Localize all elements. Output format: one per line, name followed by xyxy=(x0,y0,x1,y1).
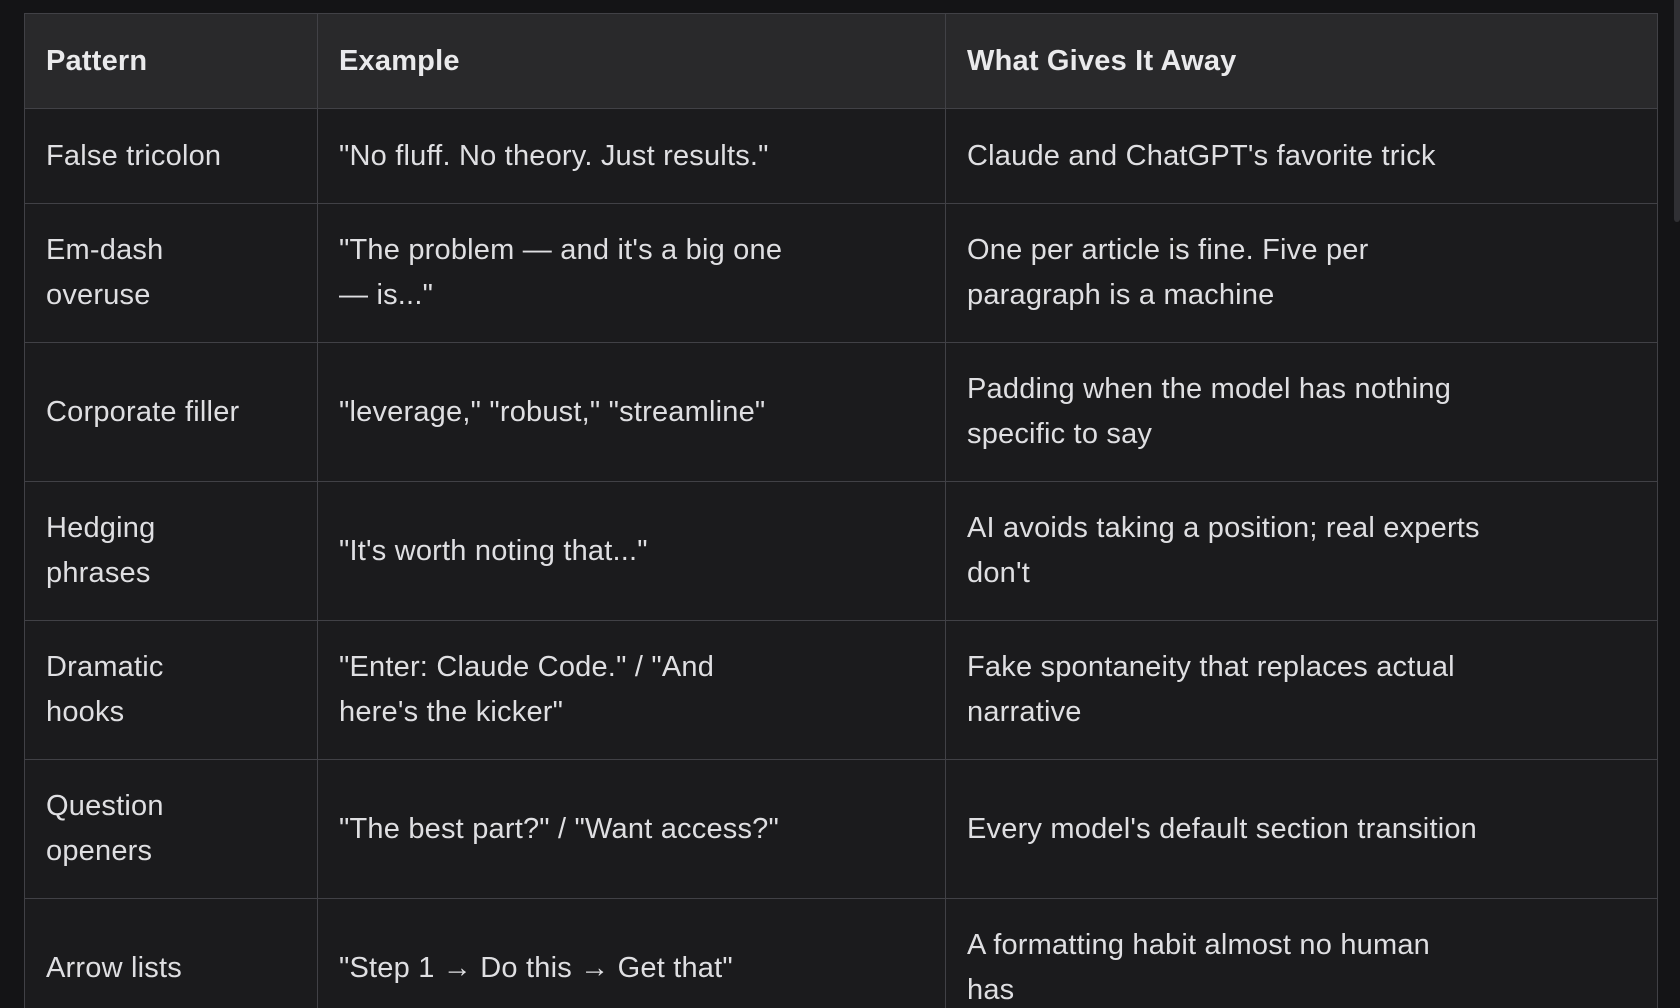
column-header-what-gives-it-away: What Gives It Away xyxy=(945,13,1658,109)
cell-text: Arrow lists xyxy=(46,951,182,984)
scrollbar-track[interactable] xyxy=(1672,0,1680,1008)
cell-text: A formatting habit almost no human has xyxy=(967,928,1430,1006)
patterns-table: Pattern Example What Gives It Away False… xyxy=(24,13,1658,1008)
column-header-pattern: Pattern xyxy=(24,13,318,109)
cell-tell: AI avoids taking a position; real expert… xyxy=(945,480,1658,621)
cell-text: Claude and ChatGPT's favorite trick xyxy=(967,139,1436,172)
cell-example: "Enter: Claude Code." / "And here's the … xyxy=(317,619,946,760)
cell-text: "No fluff. No theory. Just results." xyxy=(339,139,769,172)
cell-example: "The best part?" / "Want access?" xyxy=(317,758,946,899)
cell-example: "No fluff. No theory. Just results." xyxy=(317,107,946,204)
cell-example: "Step 1 → Do this → Get that" xyxy=(317,897,946,1008)
cell-pattern: Corporate filler xyxy=(24,341,318,482)
cell-text: "It's worth noting that..." xyxy=(339,534,648,567)
cell-tell: One per article is fine. Five per paragr… xyxy=(945,202,1658,343)
cell-text: Fake spontaneity that replaces actual na… xyxy=(967,650,1455,728)
cell-pattern: Dramatic hooks xyxy=(24,619,318,760)
column-header-example: Example xyxy=(317,13,946,109)
table-row: Question openers "The best part?" / "Want… xyxy=(24,758,1658,899)
column-header-label: Example xyxy=(339,44,460,77)
cell-pattern: Hedging phrases xyxy=(24,480,318,621)
cell-text: One per article is fine. Five per paragr… xyxy=(967,233,1369,311)
cell-example: "leverage," "robust," "streamline" xyxy=(317,341,946,482)
table-body: False tricolon "No fluff. No theory. Just… xyxy=(24,107,1658,1008)
scrollbar-thumb[interactable] xyxy=(1674,0,1680,222)
cell-text: Dramatic hooks xyxy=(46,650,164,728)
cell-pattern: Em-dash overuse xyxy=(24,202,318,343)
cell-text: "Enter: Claude Code." / "And here's the … xyxy=(339,650,715,728)
cell-pattern: Arrow lists xyxy=(24,897,318,1008)
cell-tell: Fake spontaneity that replaces actual na… xyxy=(945,619,1658,760)
table-row: Arrow lists "Step 1 → Do this → Get that"… xyxy=(24,897,1658,1008)
cell-pattern: False tricolon xyxy=(24,107,318,204)
header-row: Pattern Example What Gives It Away xyxy=(24,13,1658,109)
cell-text: Question openers xyxy=(46,789,164,867)
cell-text: "leverage," "robust," "streamline" xyxy=(339,395,766,428)
table-row: Em-dash overuse "The problem — and it's a… xyxy=(24,202,1658,343)
cell-text: "The problem — and it's a big one — is..… xyxy=(339,233,783,311)
table-row: Dramatic hooks "Enter: Claude Code." / "A… xyxy=(24,619,1658,760)
cell-text: AI avoids taking a position; real expert… xyxy=(967,511,1480,589)
cell-pattern: Question openers xyxy=(24,758,318,899)
cell-text: "Step 1 → Do this → Get that" xyxy=(339,951,733,984)
column-header-label: What Gives It Away xyxy=(967,44,1237,77)
cell-text: "The best part?" / "Want access?" xyxy=(339,812,779,845)
cell-tell: Padding when the model has nothing speci… xyxy=(945,341,1658,482)
cell-tell: Claude and ChatGPT's favorite trick xyxy=(945,107,1658,204)
column-header-label: Pattern xyxy=(46,44,148,77)
cell-example: "The problem — and it's a big one — is..… xyxy=(317,202,946,343)
cell-text: Every model's default section transition xyxy=(967,812,1478,845)
cell-text: Padding when the model has nothing speci… xyxy=(967,372,1452,450)
cell-example: "It's worth noting that..." xyxy=(317,480,946,621)
table-row: False tricolon "No fluff. No theory. Just… xyxy=(24,107,1658,204)
cell-tell: Every model's default section transition xyxy=(945,758,1658,899)
table-row: Hedging phrases "It's worth noting that..… xyxy=(24,480,1658,621)
cell-text: Corporate filler xyxy=(46,395,240,428)
table-row: Corporate filler "leverage," "robust," "s… xyxy=(24,341,1658,482)
cell-text: False tricolon xyxy=(46,139,222,172)
cell-tell: A formatting habit almost no human has xyxy=(945,897,1658,1008)
cell-text: Em-dash overuse xyxy=(46,233,164,311)
ai-writing-patterns-table: Pattern Example What Gives It Away False… xyxy=(24,13,1658,1008)
cell-text: Hedging phrases xyxy=(46,511,156,589)
